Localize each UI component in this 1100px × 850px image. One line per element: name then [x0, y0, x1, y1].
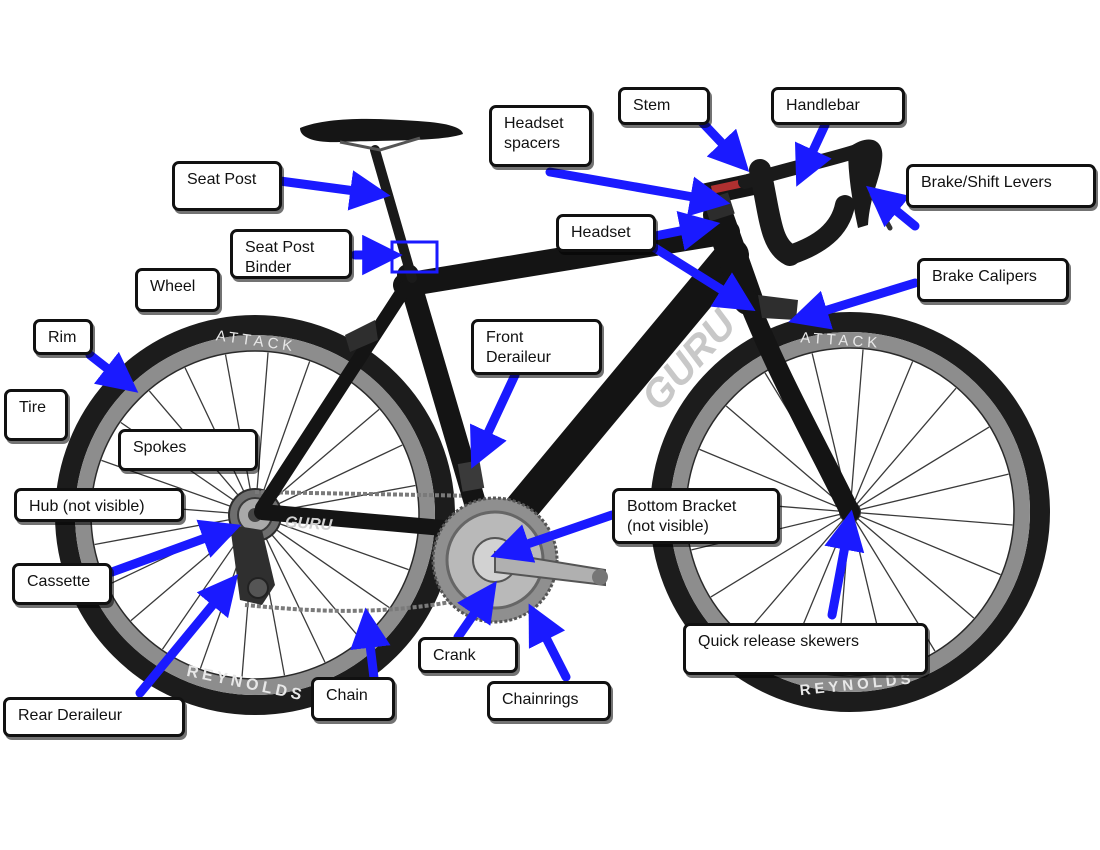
- arrow-cassette: [107, 519, 242, 577]
- arrow-stem: [695, 115, 750, 173]
- spoke: [851, 361, 914, 507]
- label-chain: Chain: [311, 677, 395, 721]
- front-brake-caliper: [758, 295, 798, 320]
- spoke: [710, 514, 846, 598]
- spoke: [854, 426, 990, 510]
- spoke: [254, 352, 269, 510]
- label-chainrings: Chainrings: [487, 681, 611, 721]
- spoke: [256, 520, 326, 663]
- arrow-crank: [453, 580, 497, 642]
- callout-arrows: [85, 115, 920, 698]
- spoke: [258, 519, 362, 640]
- label-stem: Stem: [618, 87, 710, 125]
- label-seat-post: Seat Post: [172, 161, 282, 211]
- arrow-handlebar: [794, 120, 832, 187]
- spoke: [855, 511, 1013, 526]
- spoke: [855, 513, 1001, 576]
- front-rim-text-top: ATTACK: [800, 329, 882, 352]
- chainstay-brand-logo: GURU: [284, 514, 333, 534]
- arrow-chain: [350, 607, 391, 683]
- spoke: [849, 349, 864, 507]
- label-cassette: Cassette: [12, 563, 112, 605]
- brake-shift-lever: [848, 139, 893, 231]
- arrow-quick-release: [824, 509, 865, 620]
- label-front-derailleur: Front Deraileur: [471, 319, 602, 375]
- arrow-rear-derailleur: [135, 574, 239, 698]
- rear-brake-caliper: [345, 320, 378, 352]
- spoke: [855, 473, 1009, 512]
- label-hub: Hub (not visible): [14, 488, 184, 522]
- spoke: [854, 515, 975, 619]
- arrow-rim: [85, 350, 139, 393]
- arrow-brake-calipers: [788, 278, 920, 330]
- arrow-chainrings: [528, 603, 571, 682]
- spoke: [725, 405, 846, 509]
- chain: [244, 490, 481, 613]
- arrow-front-derailleur: [470, 370, 520, 469]
- label-spokes: Spokes: [118, 429, 258, 471]
- label-wheel: Wheel: [135, 268, 220, 312]
- arrow-seat-post: [275, 170, 391, 211]
- label-handlebar: Handlebar: [771, 87, 905, 125]
- arrow-headset-2: [650, 243, 756, 311]
- spoke: [260, 444, 403, 514]
- label-rear-derailleur: Rear Deraileur: [3, 697, 185, 737]
- label-seat-post-binder: Seat Post Binder: [230, 229, 352, 279]
- spoke: [256, 361, 311, 510]
- label-crank: Crank: [418, 637, 518, 673]
- label-headset: Headset: [556, 214, 656, 252]
- arrow-headset-spacers: [545, 167, 731, 217]
- label-brake-shift-levers: Brake/Shift Levers: [906, 164, 1096, 208]
- spoke: [699, 448, 845, 511]
- spoke: [853, 387, 957, 508]
- label-rim: Rim: [33, 319, 93, 355]
- label-tire: Tire: [4, 389, 68, 441]
- label-brake-calipers: Brake Calipers: [917, 258, 1069, 302]
- arrow-bottom-bracket: [490, 510, 617, 563]
- spoke: [260, 516, 409, 571]
- label-quick-release: Quick release skewers: [683, 623, 928, 675]
- arrow-brake-shift-levers: [865, 185, 920, 231]
- spoke: [259, 517, 390, 609]
- label-headset-spacers: Headset spacers: [489, 105, 592, 167]
- saddle: [300, 118, 463, 152]
- label-bottom-bracket: Bottom Bracket (not visible): [612, 488, 780, 544]
- arrow-headset-1: [650, 211, 721, 251]
